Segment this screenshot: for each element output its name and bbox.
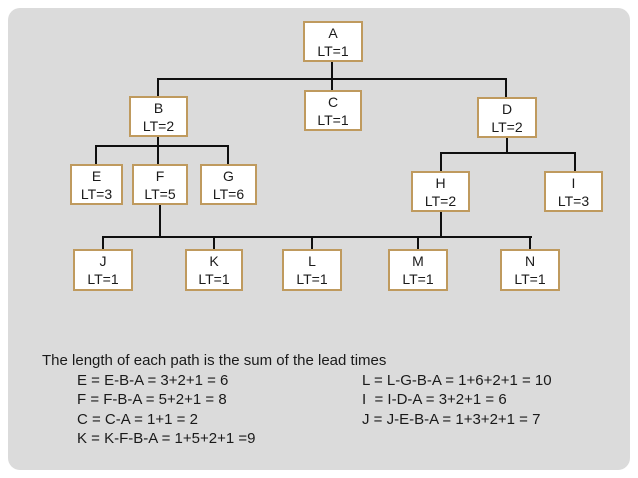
node-label: G — [223, 167, 234, 184]
connector-b-bus — [95, 145, 229, 147]
node-leadtime: LT=2 — [491, 118, 523, 135]
connector-e-drop — [95, 145, 97, 164]
connector-d-bus — [440, 152, 576, 154]
node-label: E — [91, 167, 102, 184]
node-c: C LT=1 — [304, 90, 362, 131]
node-leadtime: LT=6 — [212, 185, 245, 202]
slide-background — [8, 8, 630, 470]
node-j: J LT=1 — [73, 249, 133, 291]
connector-d-stem — [506, 138, 508, 154]
path-equation: J = J-E-B-A = 1+3+2+1 = 7 — [362, 410, 541, 428]
node-d: D LT=2 — [477, 97, 537, 138]
node-label: B — [153, 99, 164, 116]
path-equation: L = L-G-B-A = 1+6+2+1 = 10 — [362, 372, 552, 389]
path-summary-title: The length of each path is the sum of th… — [42, 352, 387, 369]
node-i: I LT=3 — [544, 171, 603, 212]
path-summary-right-column: L = L-G-B-A = 1+6+2+1 = 10 I = I-D-A = 3… — [362, 371, 552, 429]
connector-c-drop — [331, 78, 333, 90]
node-label: K — [209, 253, 219, 269]
connector-j-drop — [102, 236, 104, 249]
path-equation: E = E-B-A = 3+2+1 = 6 — [77, 372, 229, 389]
connector-h-drop — [440, 152, 442, 171]
node-leadtime: LT=1 — [87, 271, 119, 287]
connector-l-drop — [311, 236, 313, 249]
node-label: M — [412, 253, 424, 269]
node-m: M LT=1 — [388, 249, 448, 291]
node-k: K LT=1 — [185, 249, 243, 291]
node-label: C — [327, 93, 339, 110]
connector-i-drop — [574, 152, 576, 171]
connector-n-drop — [529, 236, 531, 249]
node-leadtime: LT=1 — [198, 271, 230, 287]
path-equation: C = C-A = 1+1 = 2 — [77, 410, 198, 428]
node-leadtime: LT=2 — [424, 192, 457, 209]
node-leadtime: LT=1 — [402, 271, 434, 287]
connector-g-drop — [227, 145, 229, 164]
node-f: F LT=5 — [132, 164, 188, 205]
node-g: G LT=6 — [200, 164, 257, 205]
node-label: N — [524, 253, 536, 269]
connector-m-drop — [417, 236, 419, 249]
node-b: B LT=2 — [129, 96, 188, 137]
node-l: L LT=1 — [282, 249, 342, 291]
node-label: A — [328, 24, 338, 41]
node-a: A LT=1 — [303, 21, 363, 62]
node-n: N LT=1 — [500, 249, 560, 291]
node-label: J — [99, 253, 107, 269]
connector-f-stem — [159, 205, 161, 238]
connector-k-drop — [213, 236, 215, 249]
path-equation: K = K-F-B-A = 1+5+2+1 =9 — [77, 429, 256, 447]
path-equation: F = F-B-A = 5+2+1 = 8 — [77, 391, 227, 409]
connector-row4-bus — [102, 236, 532, 238]
node-leadtime: LT=1 — [317, 42, 349, 59]
node-leadtime: LT=5 — [144, 185, 176, 202]
connector-h-stem — [440, 212, 442, 238]
path-summary-left-column: E = E-B-A = 3+2+1 = 6 F = F-B-A = 5+2+1 … — [77, 371, 255, 448]
node-label: H — [435, 174, 446, 191]
node-leadtime: LT=3 — [80, 185, 113, 202]
node-h: H LT=2 — [411, 171, 470, 212]
connector-f-drop — [157, 145, 159, 164]
node-label: I — [571, 174, 576, 191]
node-e: E LT=3 — [70, 164, 123, 205]
connector-b-drop — [157, 78, 159, 96]
node-leadtime: LT=1 — [514, 271, 546, 287]
connector-a-stem — [331, 62, 333, 79]
node-label: L — [308, 253, 316, 269]
node-leadtime: LT=1 — [296, 271, 328, 287]
node-leadtime: LT=1 — [317, 111, 349, 128]
node-label: F — [155, 167, 165, 184]
connector-b-stem — [157, 137, 159, 147]
path-equation: I = I-D-A = 3+2+1 = 6 — [362, 391, 507, 409]
node-label: D — [501, 100, 513, 117]
node-leadtime: LT=3 — [557, 192, 590, 209]
node-leadtime: LT=2 — [142, 117, 175, 134]
connector-d-drop — [505, 78, 507, 97]
